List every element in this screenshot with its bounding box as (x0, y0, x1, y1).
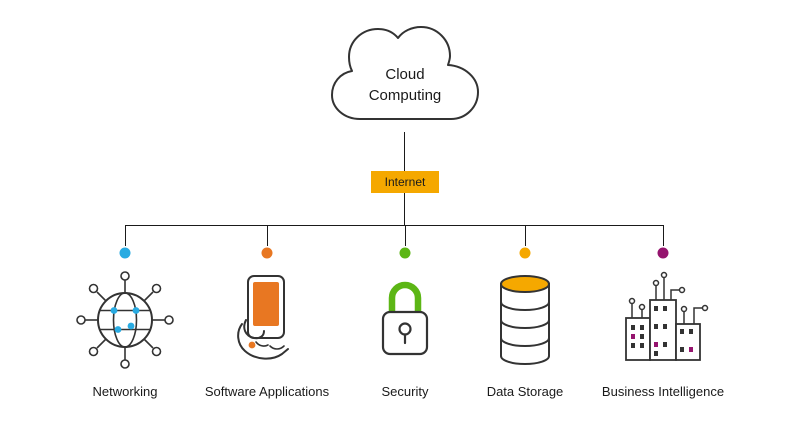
network-node-dot (127, 322, 135, 330)
drop-security (405, 225, 406, 246)
software-applications-dot (261, 247, 273, 259)
drop-networking (125, 225, 126, 246)
network-node-dot (114, 326, 122, 333)
cloud-title-line1: Cloud (385, 66, 424, 83)
connector-internet-to-bus (404, 193, 405, 225)
drop-software-applications (267, 225, 268, 246)
network-node-dot (110, 307, 118, 314)
magenta-window (654, 342, 658, 347)
database-top (500, 275, 550, 293)
internet-label: Internet (384, 175, 426, 189)
drop-data-storage (525, 225, 526, 246)
database-icon (500, 275, 550, 365)
mobile-app-hand-icon (237, 275, 289, 360)
software-applications-dot-circle (261, 247, 273, 259)
magenta-window (631, 334, 635, 339)
network-globe-icon (76, 271, 174, 369)
connector-bus (125, 225, 664, 226)
connector-cloud-to-internet (404, 132, 405, 171)
drop-business-intelligence (663, 225, 664, 246)
security-dot (399, 247, 411, 259)
internet-node: Internet (371, 171, 439, 193)
buildings-circuit-icon (625, 271, 709, 361)
networking-label: Networking (92, 384, 158, 399)
cloud-shape: Cloud Computing (331, 26, 479, 120)
padlock-shackle (388, 281, 422, 314)
cloud-outline (331, 26, 479, 120)
padlock-icon (381, 281, 429, 356)
networking-dot-circle (119, 247, 131, 259)
data-storage-dot (519, 247, 531, 259)
business-intelligence-dot (657, 247, 669, 259)
software-applications-label: Software Applications (204, 384, 330, 399)
business-intelligence-label: Business Intelligence (601, 384, 725, 399)
thumb-dot (248, 341, 256, 349)
network-node-dot (132, 307, 140, 314)
magenta-window (689, 347, 693, 352)
data-storage-label: Data Storage (486, 384, 564, 399)
business-intelligence-dot-circle (657, 247, 669, 259)
security-label: Security (381, 384, 429, 399)
security-dot-circle (399, 247, 411, 259)
data-storage-dot-circle (519, 247, 531, 259)
networking-dot (119, 247, 131, 259)
cloud-title-line2: Computing (369, 87, 442, 104)
phone-screen (253, 282, 279, 326)
